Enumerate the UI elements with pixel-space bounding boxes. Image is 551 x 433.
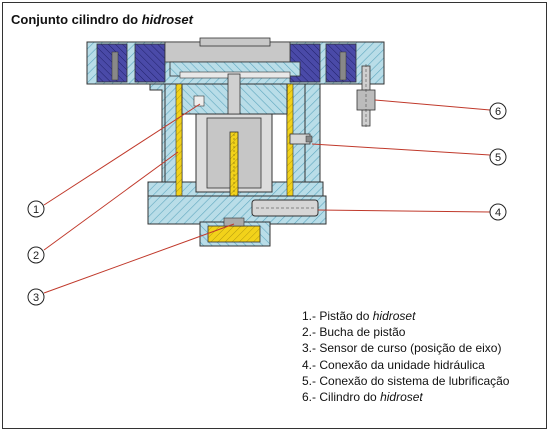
svg-text:3: 3: [33, 292, 39, 304]
piston-bushing-left: [175, 83, 183, 197]
figure-title: Conjunto cilindro do hidroset: [11, 12, 193, 27]
callout-6: 6: [374, 99, 507, 120]
callout-3: 3: [27, 223, 235, 306]
callout-1: 1: [27, 103, 201, 218]
parts-legend: 1.- Pistão do hidroset 2.- Bucha de pist…: [302, 308, 509, 405]
callout-4: 4: [317, 203, 507, 221]
callout-2: 2: [27, 151, 179, 264]
legend-item-3: 3.- Sensor de curso (posição de eixo): [302, 341, 502, 356]
legend-item-4: 4.- Conexão da unidade hidráulica: [302, 357, 485, 372]
svg-text:1: 1: [33, 204, 39, 216]
legend-item-5: 5.- Conexão do sistema de lubrificação: [302, 373, 510, 388]
svg-text:5: 5: [495, 152, 501, 164]
callout-5: 5: [311, 143, 507, 166]
svg-text:4: 4: [495, 207, 501, 219]
legend-item-6: 6.- Cilindro do hidroset: [302, 390, 423, 405]
svg-text:2: 2: [33, 250, 39, 262]
legend-item-2: 2.- Bucha de pistão: [302, 325, 406, 340]
hydraulic-connection: [251, 199, 319, 217]
side-bolt: [356, 64, 376, 128]
legend-item-1: 1.- Pistão do hidroset: [302, 309, 416, 323]
top-flange: [86, 37, 385, 85]
lubrication-connection: [289, 133, 313, 145]
svg-text:6: 6: [495, 106, 501, 118]
